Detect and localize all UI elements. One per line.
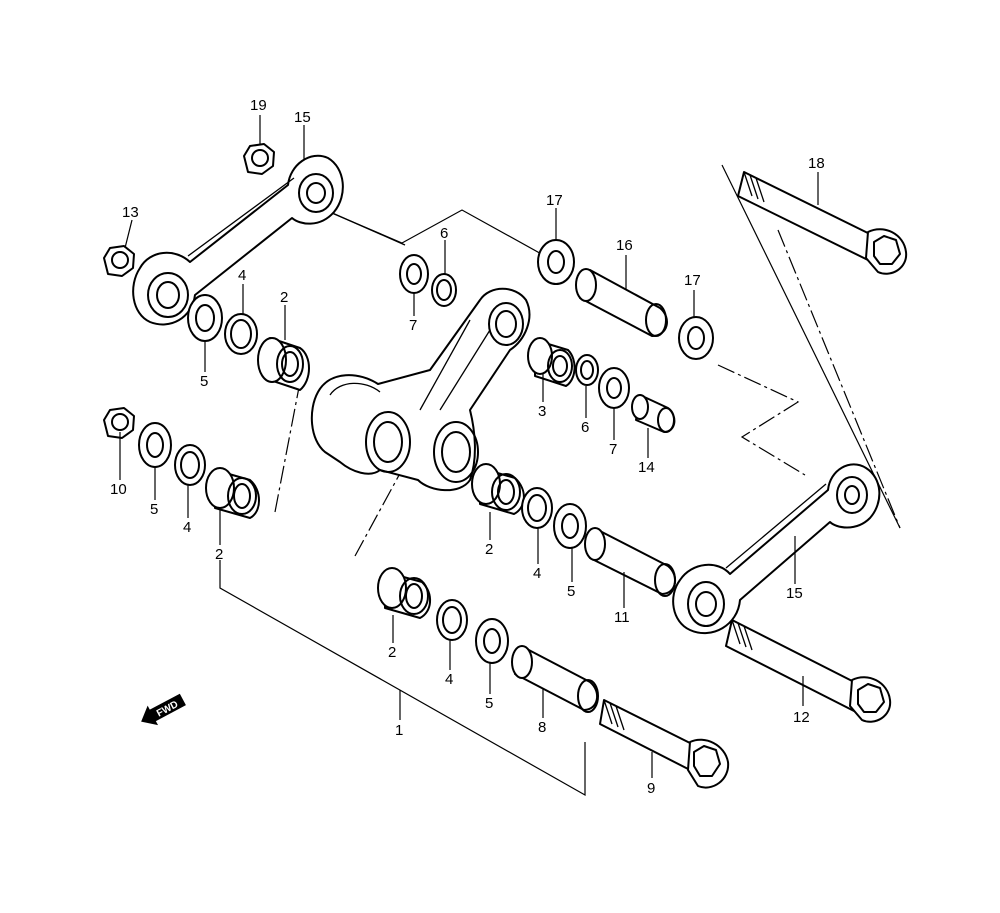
nut-19 [243, 143, 275, 175]
callout-7-upper: 7 [409, 317, 417, 334]
callout-5-lower: 5 [485, 695, 493, 712]
callout-6-right: 6 [581, 419, 589, 436]
callout-8: 8 [538, 719, 546, 736]
washer-5-right [553, 503, 587, 549]
callout-16: 16 [616, 237, 633, 254]
bolt-9 [599, 699, 730, 789]
seal-6-right [575, 354, 599, 386]
callout-19: 19 [250, 97, 267, 114]
callout-3: 3 [538, 403, 546, 420]
washer-7-right [598, 367, 630, 409]
seal-4-upper [224, 313, 258, 355]
callout-12: 12 [793, 709, 810, 726]
collar-14 [631, 394, 676, 433]
bearing-2-lower [377, 567, 431, 619]
link-rod-lower [672, 463, 881, 635]
callout-2-right: 2 [485, 541, 493, 558]
bolt-12 [725, 619, 892, 723]
link-rod-upper [132, 154, 344, 326]
washer-5-left [138, 422, 172, 468]
callout-14: 14 [638, 459, 655, 476]
callout-6-upper: 6 [440, 225, 448, 242]
cushion-lever-1 [310, 287, 531, 492]
callout-17-upper: 17 [546, 192, 563, 209]
callout-9: 9 [647, 780, 655, 797]
bolt-18 [737, 171, 908, 275]
callout-13: 13 [122, 204, 139, 221]
callout-4-lower: 4 [445, 671, 453, 688]
sleeve-8 [511, 645, 599, 713]
bearing-2-left [205, 467, 260, 519]
seal-4-left [174, 444, 206, 486]
callout-4-upper: 4 [238, 267, 246, 284]
callout-7-right: 7 [609, 441, 617, 458]
bearing-2-right [471, 463, 525, 515]
callout-10: 10 [110, 481, 127, 498]
callout-2-left: 2 [215, 546, 223, 563]
sleeve-16 [575, 268, 668, 337]
bearing-2-upper [257, 337, 310, 391]
callout-2-upper: 2 [280, 289, 288, 306]
callout-18: 18 [808, 155, 825, 172]
callout-2-lower: 2 [388, 644, 396, 661]
callout-11: 11 [614, 609, 630, 626]
washer-5-upper [187, 294, 223, 342]
nut-13 [103, 245, 135, 277]
callout-5-left: 5 [150, 501, 158, 518]
seal-4-right [521, 487, 553, 529]
callout-15-upper: 15 [294, 109, 311, 126]
callout-1: 1 [395, 722, 403, 739]
sleeve-11 [584, 527, 677, 597]
seal-4-lower [436, 599, 468, 641]
fwd-label: FWD [155, 699, 180, 719]
washer-17-upper [537, 239, 575, 285]
nut-10 [103, 407, 135, 439]
washer-17-right [678, 316, 714, 360]
bearing-3 [527, 337, 576, 387]
callout-5-right: 5 [567, 583, 575, 600]
washer-7-upper [399, 254, 429, 294]
seal-6-upper [431, 273, 457, 307]
callout-15-lower: 15 [786, 585, 803, 602]
callout-labels: 19 15 13 4 2 5 6 7 17 16 17 18 3 6 7 14 … [110, 97, 825, 797]
callout-4-right: 4 [533, 565, 541, 582]
callout-17-right: 17 [684, 272, 701, 289]
forward-arrow-icon: FWD [141, 693, 186, 726]
washer-5-lower [475, 618, 509, 664]
callout-5-upper: 5 [200, 373, 208, 390]
callout-leaders [119, 115, 819, 778]
callout-4-left: 4 [183, 519, 191, 536]
